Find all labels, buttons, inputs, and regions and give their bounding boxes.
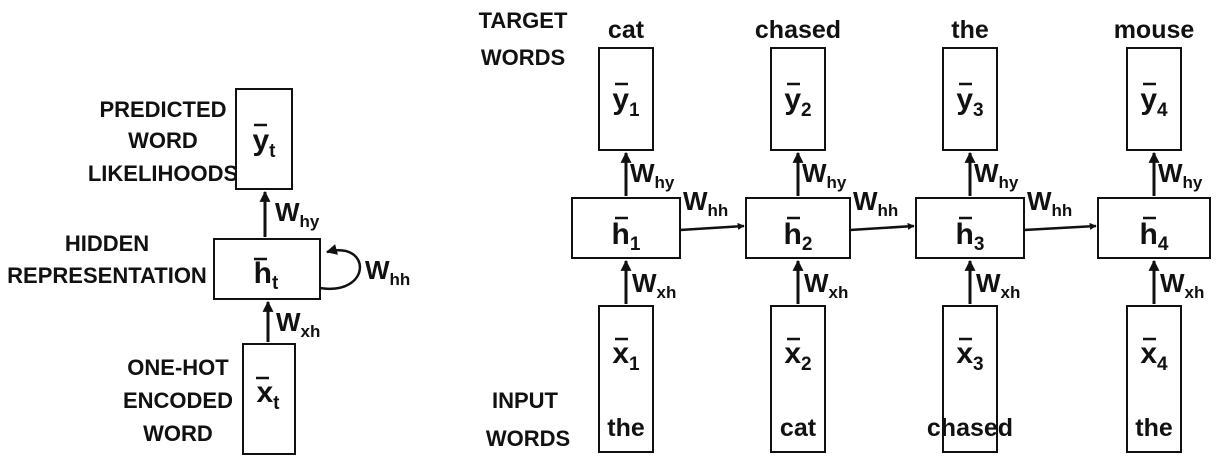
recurrent-links: Whh Whh Whh [679,186,1097,232]
hidden-node [1097,197,1211,259]
output-symbol: yt [252,124,276,162]
output-symbol: y3 [956,83,983,121]
arrow-hidden-to-hidden [849,222,915,232]
output-node [942,47,998,151]
input-word: chased [927,414,1013,442]
output-symbol: y2 [784,83,811,121]
label-output-line-1: PREDICTED [99,97,226,122]
label-input-words-line-1: INPUT [492,388,559,413]
weight-xh: Wxh [1160,268,1204,302]
label-output-line-3: LIKELIHOODS [88,161,238,186]
weight-hy: Why [275,197,320,231]
weight-hy: Why [974,158,1019,192]
input-symbol: x3 [956,337,983,375]
input-word: the [1135,414,1173,442]
input-node [598,305,654,453]
hidden-symbol: ht [254,257,279,294]
weight-hy: Why [630,158,675,192]
input-node [242,343,296,455]
output-node [1126,47,1182,151]
label-input-words-line-2: WORDS [486,426,570,451]
input-symbol: x4 [1140,337,1168,375]
target-word: chased [755,16,841,44]
weight-xh: Wxh [976,268,1020,302]
label-hidden-representation: HIDDEN REPRESENTATION [7,231,207,288]
output-symbol: y1 [612,83,640,121]
input-symbol: xt [256,376,280,414]
input-node [942,305,998,453]
hidden-symbol: h1 [612,218,641,255]
weight-hh: Whh [683,186,728,220]
output-node [235,88,293,190]
label-output-line-2: WORD [128,128,198,153]
hidden-symbol: h2 [784,218,813,255]
label-input-words: INPUT WORDS [486,388,570,451]
input-symbol: x2 [784,337,811,375]
hidden-node [571,197,681,259]
weight-xh: Wxh [804,268,848,302]
label-input-line-2: ENCODED [123,388,233,413]
weight-hh: Whh [853,186,898,220]
arrow-hidden-to-hidden [1023,222,1097,232]
weight-xh: Wxh [632,268,676,302]
target-word: mouse [1114,16,1195,44]
input-node [1126,305,1182,453]
label-predicted-word-likelihoods: PREDICTED WORD LIKELIHOODS [88,97,238,186]
input-word: the [607,414,645,442]
label-target-line-1: TARGET [479,8,568,33]
label-one-hot-encoded-word: ONE-HOT ENCODED WORD [123,355,233,446]
input-symbol: x1 [612,337,640,375]
target-word: cat [608,16,645,44]
weight-hy: Why [802,158,847,192]
output-symbol: y4 [1140,83,1168,121]
arrow-hidden-to-hidden [679,222,745,232]
label-hidden-line-2: REPRESENTATION [7,263,207,288]
output-node [598,47,654,151]
folded-rnn: PREDICTED WORD LIKELIHOODS HIDDEN REPRES… [7,88,410,455]
weight-hy: Why [1158,158,1203,192]
arrow-recurrent-loop [319,244,362,291]
target-word: the [951,16,989,44]
hidden-node [213,238,321,300]
weight-xh: Wxh [276,307,320,341]
hidden-node [915,197,1025,259]
weight-hh: Whh [365,255,410,289]
label-input-line-1: ONE-HOT [127,355,229,380]
weight-hh: Whh [1027,186,1072,220]
label-input-line-3: WORD [143,421,213,446]
output-node [770,47,826,151]
label-target-words: TARGET WORDS [479,8,568,70]
label-target-line-2: WORDS [481,45,565,70]
hidden-node [745,197,851,259]
hidden-symbol: h3 [956,218,985,255]
label-hidden-line-1: HIDDEN [65,231,149,256]
hidden-symbol: h4 [1140,218,1169,255]
input-word: cat [780,414,817,442]
input-node [770,305,826,453]
